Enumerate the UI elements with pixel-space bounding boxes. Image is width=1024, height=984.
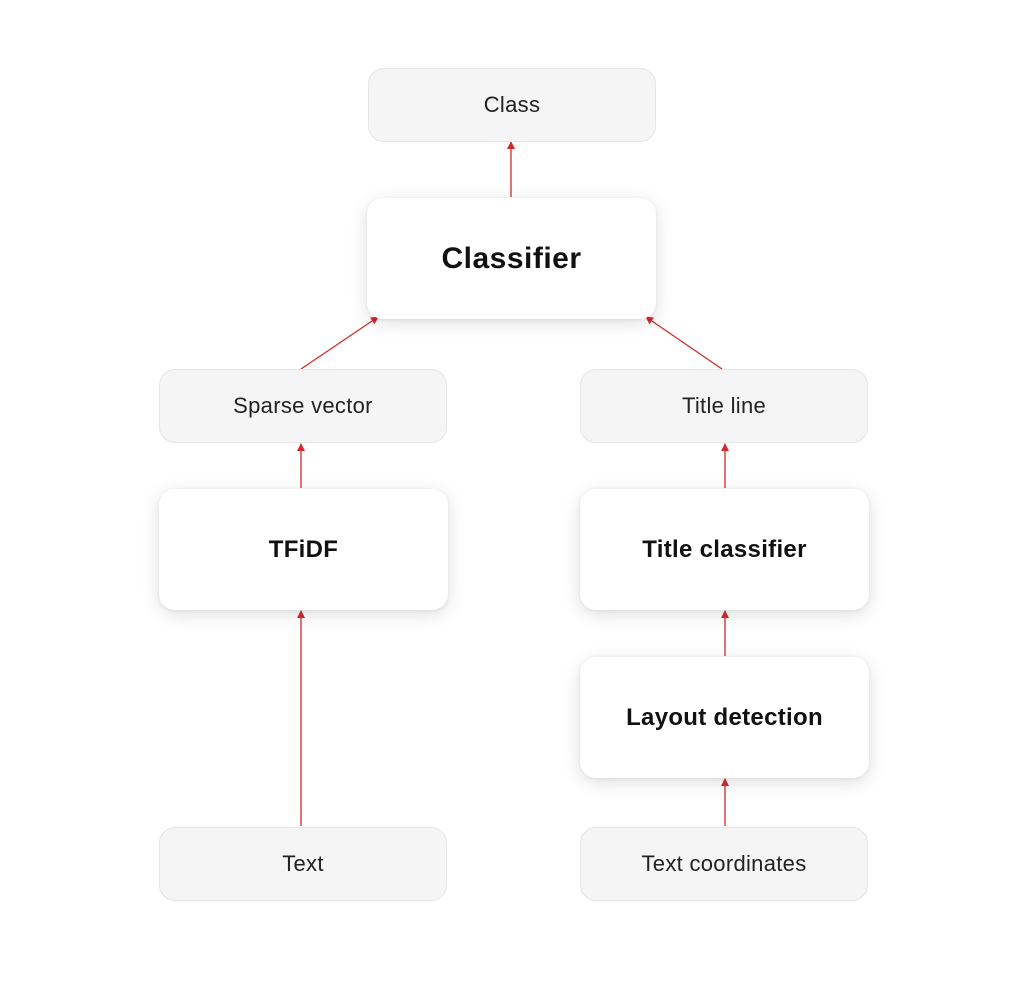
- node-tfidf: TFiDF: [159, 489, 448, 610]
- node-title-classifier: Title classifier: [580, 489, 869, 610]
- node-text-label: Text: [282, 851, 324, 876]
- node-text: Text: [159, 827, 447, 901]
- node-classifier-label: Classifier: [441, 241, 582, 275]
- node-class-label: Class: [483, 92, 541, 117]
- node-title-line-label: Title line: [681, 393, 767, 418]
- node-layout-detection: Layout detection: [580, 657, 869, 778]
- node-sparse-vector-label: Sparse vector: [233, 393, 373, 418]
- node-classifier: Classifier: [367, 198, 656, 319]
- node-sparse-vector: Sparse vector: [159, 369, 447, 443]
- edge-title-line-to-classifier: [645, 316, 723, 370]
- node-text-coordinates-label: Text coordinates: [641, 851, 807, 876]
- node-layout-detection-label: Layout detection: [626, 703, 823, 731]
- node-tfidf-label: TFiDF: [268, 535, 339, 563]
- node-text-coordinates: Text coordinates: [580, 827, 868, 901]
- edge-sparse-vector-to-classifier: [300, 316, 379, 370]
- node-class: Class: [368, 68, 656, 142]
- node-title-classifier-label: Title classifier: [642, 535, 807, 563]
- node-title-line: Title line: [580, 369, 868, 443]
